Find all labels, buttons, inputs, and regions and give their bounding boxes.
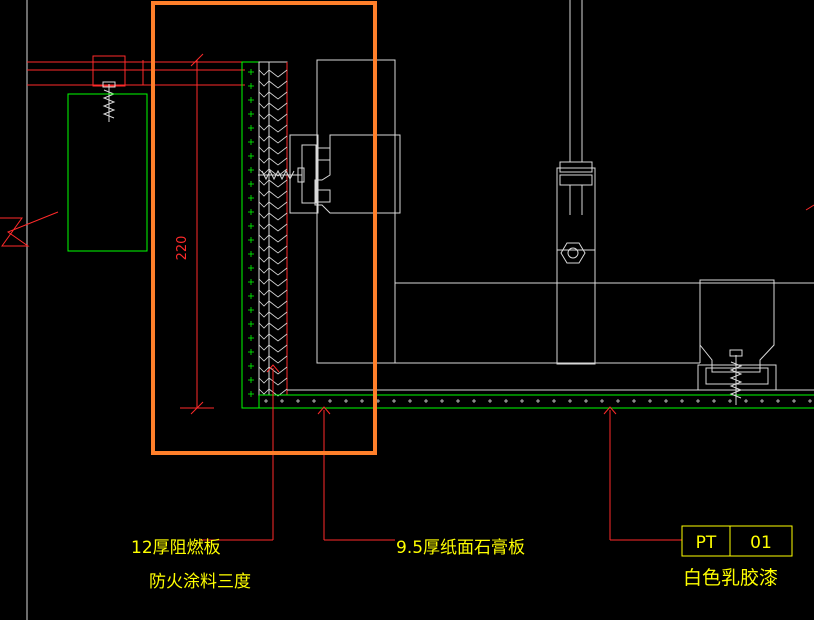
main-runner-bracket <box>697 279 777 391</box>
ceiling-screw-icon <box>729 349 743 405</box>
edge-arrow <box>805 204 814 211</box>
dimension-value: 220 <box>175 236 190 261</box>
label-paint: 白色乳胶漆 <box>683 567 778 589</box>
wall-screw-icon <box>258 167 305 183</box>
label-gypsum: 9.5厚纸面石膏板 <box>396 537 525 558</box>
leader-paint <box>603 406 682 541</box>
leader-gypsum <box>317 406 395 541</box>
green-block <box>67 93 148 252</box>
ceiling-board <box>242 389 814 409</box>
label-fire-coating: 防火涂料三度 <box>149 572 251 592</box>
hanger-rod <box>556 0 596 365</box>
tag-code: PT <box>696 533 717 553</box>
metal-framing <box>316 59 814 364</box>
break-symbol-left <box>0 211 59 247</box>
tag-number: 01 <box>750 533 772 553</box>
dimension-220 <box>180 53 214 415</box>
hex-nut-icon <box>560 242 586 264</box>
material-tag <box>681 525 793 557</box>
fire-retardant-board <box>241 61 288 409</box>
wood-ledger <box>27 55 245 87</box>
highlight-box <box>151 1 377 455</box>
ledger-screw-icon <box>102 81 116 122</box>
label-board: 12厚阻燃板 <box>131 538 221 558</box>
wall-clip-bracket <box>289 134 401 214</box>
